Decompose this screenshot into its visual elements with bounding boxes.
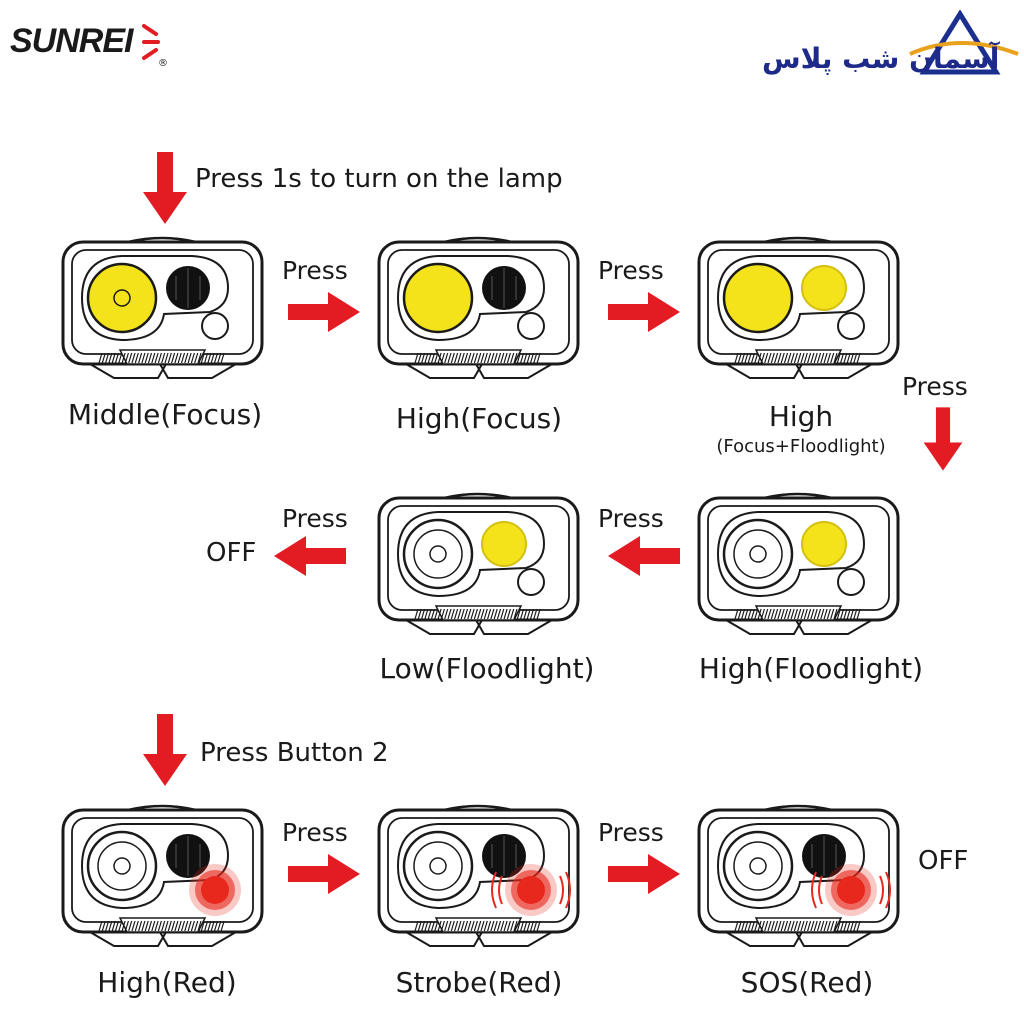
- headlamp-icon: [697, 804, 900, 947]
- button2-instruction: Press Button 2: [200, 738, 389, 768]
- button-circle: [517, 568, 545, 596]
- mode-label: Low(Floodlight): [379, 652, 595, 685]
- registered-mark: ®: [158, 58, 168, 69]
- headlamp-high-focus-floodlight: [696, 232, 901, 382]
- floodlight-lit: [801, 521, 847, 567]
- floodlight-lit: [801, 265, 847, 311]
- store-logo-text: آسمان شب پلاس: [762, 42, 1000, 75]
- headlamp-low-floodlight: [376, 488, 581, 638]
- headlamp-icon: [61, 804, 264, 947]
- headlamp-sos-red: [696, 800, 901, 950]
- mode-label: High: [768, 400, 834, 433]
- headlamp-high-red: [60, 800, 265, 950]
- button-circle: [837, 312, 865, 340]
- red-light-lit: [517, 876, 545, 904]
- red-light-lit: [201, 876, 229, 904]
- headlamp-icon: [377, 492, 580, 635]
- right-arrow-icon: [288, 292, 360, 332]
- button-circle: [837, 568, 865, 596]
- headlamp-high-floodlight: [696, 488, 901, 638]
- button-circle: [201, 312, 229, 340]
- turn-on-instruction: Press 1s to turn on the lamp: [195, 164, 563, 194]
- right-arrow-icon: [608, 854, 680, 894]
- headlamp-icon: [697, 492, 900, 635]
- mode-sublabel: (Focus+Floodlight): [716, 436, 886, 457]
- store-logo-graphic: [909, 10, 1019, 75]
- down-arrow-icon: [143, 152, 187, 224]
- focus-lens-lit: [402, 262, 474, 334]
- headlamp-high-focus: [376, 232, 581, 382]
- press-label: Press: [282, 818, 348, 847]
- mode-label: Middle(Focus): [67, 398, 263, 431]
- right-arrow-icon: [608, 292, 680, 332]
- press-label: Press: [598, 818, 664, 847]
- floodlight-lit: [481, 521, 527, 567]
- button-circle: [517, 312, 545, 340]
- press-label: Press: [282, 504, 348, 533]
- mode-label: High(Floodlight): [698, 652, 924, 685]
- headlamp-middle-focus: [60, 232, 265, 382]
- mode-label: Strobe(Red): [395, 966, 563, 999]
- press-label: Press: [598, 256, 664, 285]
- mode-label: High(Focus): [395, 402, 563, 435]
- left-arrow-icon: [608, 536, 680, 576]
- sunrei-logo-text: SUNREI: [10, 22, 133, 60]
- down-arrow-icon: [923, 407, 963, 471]
- off-label: OFF: [918, 846, 969, 876]
- red-light-lit: [837, 876, 865, 904]
- headlamp-icon: [61, 236, 264, 379]
- mode-label: High(Red): [97, 966, 237, 999]
- headlamp-icon: [377, 236, 580, 379]
- headlamp-strobe-red: [376, 800, 581, 950]
- right-arrow-icon: [288, 854, 360, 894]
- headlamp-icon: [377, 804, 580, 947]
- off-label: OFF: [206, 538, 257, 568]
- focus-lens-lit: [722, 262, 794, 334]
- press-label: Press: [282, 256, 348, 285]
- sunrei-logo-mark-icon: [142, 24, 160, 60]
- headlamp-icon: [697, 236, 900, 379]
- mode-label: SOS(Red): [740, 966, 874, 999]
- down-arrow-icon: [143, 714, 187, 786]
- press-label: Press: [902, 372, 968, 401]
- press-label: Press: [598, 504, 664, 533]
- focus-lens-lit: [86, 262, 158, 334]
- left-arrow-icon: [274, 536, 346, 576]
